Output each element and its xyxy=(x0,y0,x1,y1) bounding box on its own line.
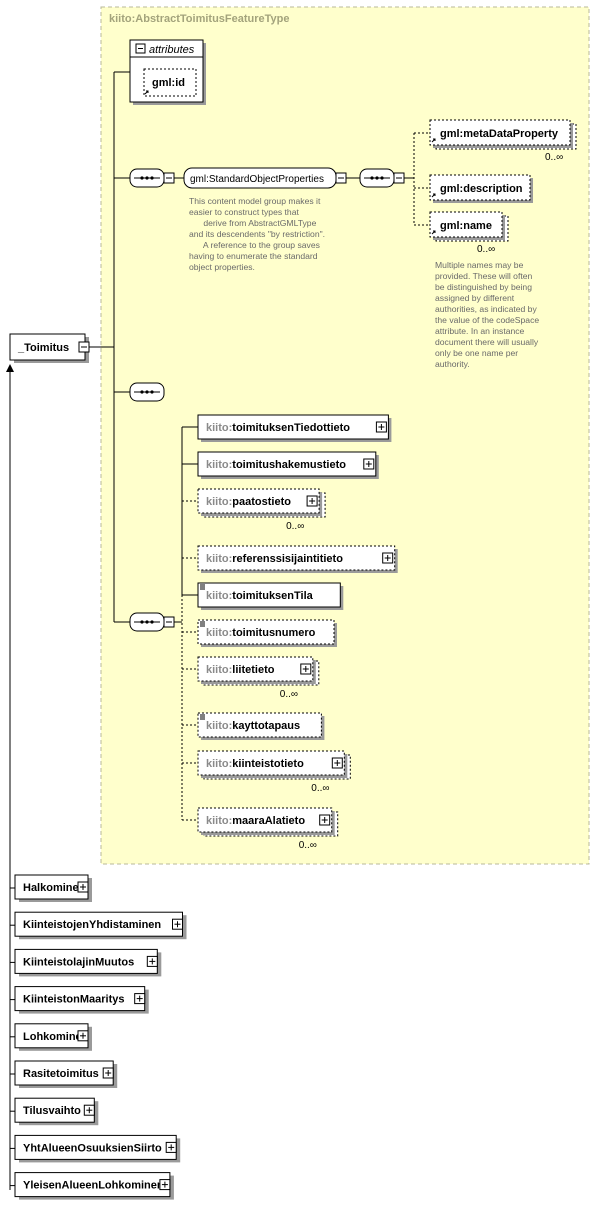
root-element-label: _Toimitus xyxy=(17,342,69,354)
expand-icon[interactable] xyxy=(300,663,312,675)
subtype-label: KiinteistonMaaritys xyxy=(23,994,124,1006)
expand-icon[interactable] xyxy=(375,421,387,433)
kiito-element-liitetieto[interactable]: kiito:liitetieto 0..∞ xyxy=(197,656,320,700)
attributes-label: attributes xyxy=(149,44,195,56)
gml-element-label: gml:description xyxy=(440,183,523,195)
expand-icon[interactable] xyxy=(77,881,89,893)
kiito-element-toimituksenTila[interactable]: kiito:toimituksenTila xyxy=(197,582,344,610)
standard-group-label: gml:StandardObjectProperties xyxy=(190,174,324,185)
cardinality-label: 0..∞ xyxy=(286,521,304,532)
subtype-label: Tilusvaihto xyxy=(23,1105,81,1117)
kiito-element-label: kiito:toimitusnumero xyxy=(206,627,316,639)
expand-icon[interactable] xyxy=(159,1179,171,1191)
kiito-element-toimitushakemustieto[interactable]: kiito:toimitushakemustieto xyxy=(197,451,379,479)
kiito-element-label: kiito:toimitushakemustieto xyxy=(206,459,346,471)
subtype-Lohkominen[interactable]: Lohkominen xyxy=(14,1023,92,1051)
expand-icon[interactable] xyxy=(363,458,375,470)
subtype-label: Halkominen xyxy=(23,882,86,894)
subtype-Halkominen[interactable]: Halkominen xyxy=(14,874,92,902)
kiito-element-toimituksenTiedottieto[interactable]: kiito:toimituksenTiedottieto xyxy=(197,414,392,442)
kiito-element-paatostieto[interactable]: kiito:paatostieto 0..∞ xyxy=(197,488,326,532)
simple-content-icon xyxy=(200,714,205,720)
reference-arrow-icon xyxy=(431,138,436,143)
attribute-gml-id[interactable] xyxy=(143,68,197,97)
expand-icon[interactable] xyxy=(319,814,331,826)
kiito-element-label: kiito:referenssisijaintitieto xyxy=(206,553,343,565)
subtype-KiinteistonMaaritys[interactable]: KiinteistonMaaritys xyxy=(14,986,149,1014)
attributes-box: attributes gml:id xyxy=(129,39,206,105)
kiito-element-kayttotapaus[interactable]: kiito:kayttotapaus xyxy=(197,712,325,740)
subtype-Tilusvaihto[interactable]: Tilusvaihto xyxy=(14,1097,99,1126)
gml-element-label: gml:name xyxy=(440,220,492,232)
gml-element[interactable]: gml:description xyxy=(429,174,533,203)
kiito-element-kiinteistotieto[interactable]: kiito:kiinteistotieto 0..∞ xyxy=(197,750,351,794)
subtype-YhtAlueenOsuuksienSiirto[interactable]: YhtAlueenOsuuksienSiirto xyxy=(14,1134,181,1163)
inheritance-arrow-icon xyxy=(6,364,14,372)
subtype-label: YleisenAlueenLohkominen xyxy=(23,1180,164,1192)
kiito-element-label: kiito:kayttotapaus xyxy=(206,720,300,732)
expand-icon[interactable] xyxy=(102,1067,114,1079)
expand-icon[interactable] xyxy=(306,495,318,507)
cardinality-label: 0..∞ xyxy=(299,840,317,851)
subtype-label: YhtAlueenOsuuksienSiirto xyxy=(23,1142,162,1154)
expand-icon[interactable] xyxy=(146,955,158,967)
simple-content-icon xyxy=(200,621,205,627)
subtype-Rasitetoimitus[interactable]: Rasitetoimitus xyxy=(14,1060,118,1088)
root-element[interactable]: _Toimitus xyxy=(9,333,90,363)
expand-icon[interactable] xyxy=(382,552,394,564)
type-group-title: kiito:AbstractToimitusFeatureType xyxy=(109,13,290,25)
kiito-element-label: kiito:kiinteistotieto xyxy=(206,758,304,770)
subtype-label: Lohkominen xyxy=(23,1031,89,1043)
simple-content-icon xyxy=(200,584,205,590)
subtype-label: KiinteistojenYhdistaminen xyxy=(23,919,161,931)
expand-icon[interactable] xyxy=(134,993,146,1005)
reference-arrow-icon xyxy=(431,193,436,198)
gml-element[interactable]: gml:metaDataProperty 0..∞ xyxy=(429,119,577,163)
attribute-name: gml:id xyxy=(152,77,185,89)
cardinality-label: 0..∞ xyxy=(545,152,563,163)
kiito-element-label: kiito:liitetieto xyxy=(206,664,275,676)
kiito-element-maaraAlatieto[interactable]: kiito:maaraAlatieto 0..∞ xyxy=(197,807,339,851)
name-note: Multiple names may be provided. These wi… xyxy=(435,260,542,369)
sequence-compositor[interactable] xyxy=(129,382,165,402)
reference-arrow-icon xyxy=(431,230,436,235)
kiito-element-label: kiito:maaraAlatieto xyxy=(206,815,305,827)
subtype-KiinteistolajinMuutos[interactable]: KiinteistolajinMuutos xyxy=(14,948,162,977)
subtype-label: KiinteistolajinMuutos xyxy=(23,956,134,968)
expand-icon[interactable] xyxy=(83,1104,95,1116)
expand-icon[interactable] xyxy=(172,918,183,930)
sequence-compositor[interactable] xyxy=(129,612,175,632)
subtype-KiinteistojenYhdistaminen[interactable]: KiinteistojenYhdistaminen xyxy=(14,911,187,940)
expand-icon[interactable] xyxy=(165,1141,177,1153)
cardinality-label: 0..∞ xyxy=(280,689,298,700)
kiito-element-referenssisijaintitieto[interactable]: kiito:referenssisijaintitieto xyxy=(197,545,398,573)
sequence-compositor[interactable] xyxy=(359,168,405,188)
kiito-element-toimitusnumero[interactable]: kiito:toimitusnumero xyxy=(197,619,337,647)
cardinality-label: 0..∞ xyxy=(311,783,329,794)
expand-icon[interactable] xyxy=(77,1030,89,1042)
expand-icon[interactable] xyxy=(331,757,343,769)
reference-arrow-icon xyxy=(144,90,149,95)
standard-object-properties-group[interactable]: gml:StandardObjectProperties xyxy=(183,167,347,189)
gml-element-label: gml:metaDataProperty xyxy=(440,128,559,140)
kiito-element-label: kiito:toimituksenTiedottieto xyxy=(206,422,350,434)
standard-group-note: This content model group makes it easier… xyxy=(189,196,327,272)
subtype-YleisenAlueenLohkominen[interactable]: YleisenAlueenLohkominen xyxy=(14,1172,174,1200)
kiito-element-label: kiito:toimituksenTila xyxy=(206,590,314,602)
gml-element[interactable]: gml:name 0..∞ xyxy=(429,211,509,255)
subtype-label: Rasitetoimitus xyxy=(23,1068,99,1080)
kiito-element-label: kiito:paatostieto xyxy=(206,496,291,508)
cardinality-label: 0..∞ xyxy=(477,244,495,255)
